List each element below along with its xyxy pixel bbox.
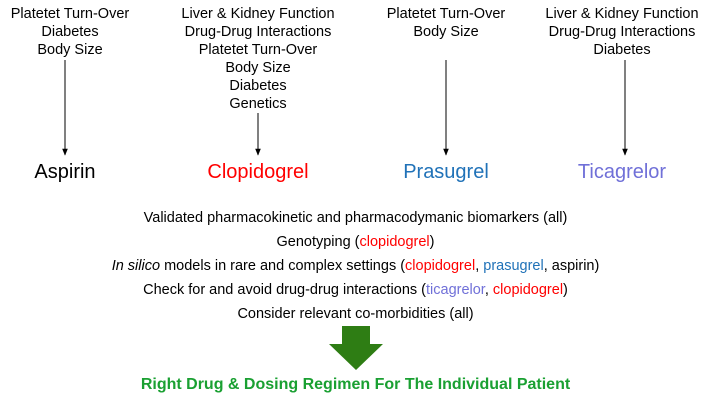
recommendation-text: Validated pharmacokinetic and pharmacody…	[143, 210, 568, 226]
factor-item: Body Size	[37, 42, 103, 58]
drug-ticagrelor: Ticagrelor	[577, 161, 667, 183]
factors-prasugrel: Platetet Turn-Over Body Size	[351, 5, 541, 41]
factor-item: Liver & Kidney Function	[181, 6, 335, 22]
factors-aspirin: Platetet Turn-Over Diabetes Body Size	[0, 5, 165, 59]
recommendation-text: Genotyping (	[276, 234, 360, 250]
factor-item: Diabetes	[593, 42, 651, 58]
factor-item: Drug-Drug Interactions	[184, 24, 332, 40]
recommendation-text: , aspirin)	[543, 258, 600, 274]
recommendation-text: )	[563, 282, 568, 298]
recommendation-text: ,	[475, 258, 484, 274]
recommendation-in-silico: In silico models in rare and complex set…	[0, 257, 711, 275]
recommendation-italic: In silico	[111, 258, 161, 274]
result-text: Right Drug & Dosing Regimen For The Indi…	[140, 376, 571, 393]
recommendation-comorbidities: Consider relevant co-morbidities (all)	[0, 305, 711, 323]
big-down-arrow	[329, 326, 383, 370]
drug-prasugrel: Prasugrel	[403, 161, 489, 183]
factor-item: Genetics	[229, 96, 287, 112]
factors-ticagrelor: Liver & Kidney Function Drug-Drug Intera…	[527, 5, 711, 59]
recommendation-genotyping: Genotyping (clopidogrel)	[0, 233, 711, 251]
factor-item: Drug-Drug Interactions	[548, 24, 696, 40]
factor-item: Diabetes	[229, 78, 287, 94]
factor-item: Diabetes	[41, 24, 99, 40]
drug-clopidogrel: Clopidogrel	[207, 161, 309, 183]
factors-clopidogrel: Liver & Kidney Function Drug-Drug Intera…	[163, 5, 353, 113]
drug-ref-clopidogrel: clopidogrel	[359, 234, 430, 250]
drug-ref-clopidogrel: clopidogrel	[492, 282, 564, 298]
factor-item: Platetet Turn-Over	[386, 6, 506, 22]
factor-item: Body Size	[413, 24, 479, 40]
recommendation-text: models in rare and complex settings (	[160, 258, 406, 274]
recommendation-text: ,	[484, 282, 493, 298]
drug-aspirin: Aspirin	[34, 161, 96, 183]
drug-ref-ticagrelor: ticagrelor	[426, 282, 485, 298]
factor-item: Platetet Turn-Over	[10, 6, 130, 22]
factor-item: Platetet Turn-Over	[198, 42, 318, 58]
factor-item: Liver & Kidney Function	[545, 6, 699, 22]
recommendation-interactions: Check for and avoid drug-drug interactio…	[0, 281, 711, 299]
drug-ref-clopidogrel: clopidogrel	[405, 258, 476, 274]
factor-item: Body Size	[225, 60, 291, 76]
drug-ref-prasugrel: prasugrel	[483, 258, 544, 274]
recommendation-text: Consider relevant co-morbidities (all)	[237, 306, 474, 322]
recommendation-biomarkers: Validated pharmacokinetic and pharmacody…	[0, 209, 711, 227]
recommendation-text: )	[429, 234, 435, 250]
recommendation-text: Check for and avoid drug-drug interactio…	[143, 282, 426, 298]
